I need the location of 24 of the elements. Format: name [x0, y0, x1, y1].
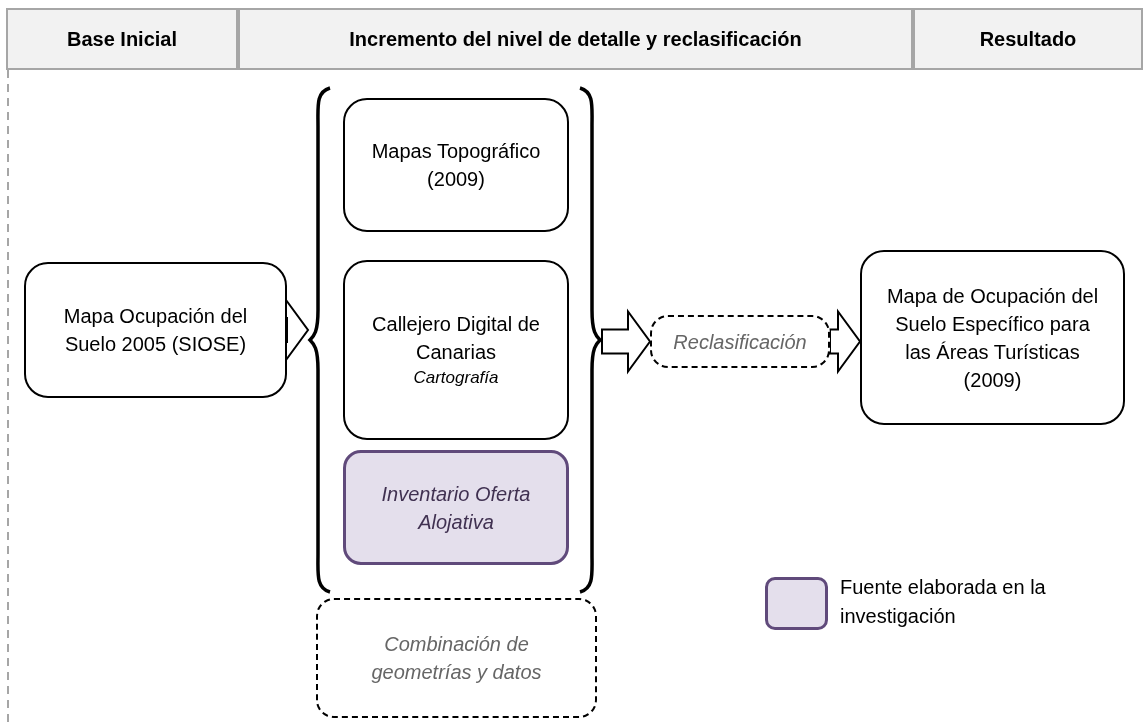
dashed-box: [650, 315, 830, 368]
rounded-box: [24, 262, 287, 398]
rounded-box: [860, 250, 1125, 425]
rounded-box: [343, 260, 569, 440]
legend-text: Fuente elaborada en la investigación: [840, 575, 1047, 629]
header-text: Resultado: [979, 27, 1077, 51]
block-arrow: [601, 308, 652, 375]
header-text: Base Inicial: [66, 27, 178, 51]
box-text: Combinación de geometrías y datos: [370, 632, 543, 685]
dashed-box: [316, 598, 597, 718]
rounded-box: [343, 98, 569, 232]
box-text: Mapas Topográfico (2009): [370, 139, 542, 192]
box-text: Mapa Ocupación del Suelo 2005 (SIOSE): [62, 304, 249, 357]
box-text: Reclasificación: [673, 329, 807, 355]
header-cell: [913, 8, 1143, 70]
highlighted-box: [343, 450, 569, 565]
box-text: Mapa de Ocupación del Suelo Específico para las Áreas Turísticas (2009): [885, 283, 1100, 393]
box-text: Callejero Digital de Canarias: [371, 312, 541, 366]
box-text: Cartografía: [413, 367, 499, 390]
box-text: Inventario Oferta Alojativa: [380, 481, 532, 535]
header-cell: [6, 8, 238, 70]
block-arrow: [829, 308, 862, 375]
header-text: Incremento del nivel de detalle y reclasificación: [349, 27, 802, 51]
header-cell: [238, 8, 913, 70]
